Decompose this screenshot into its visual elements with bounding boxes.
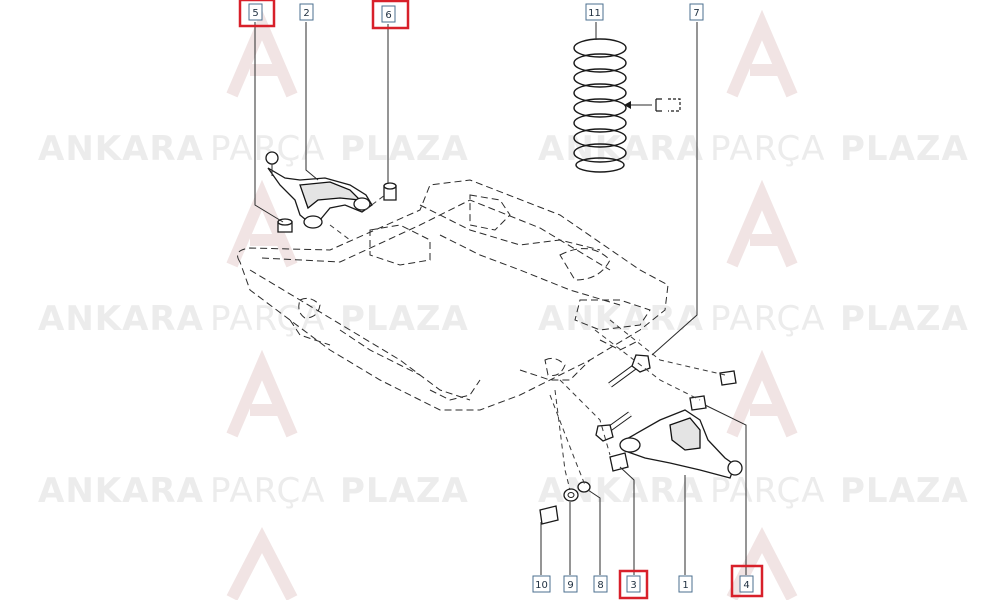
callout-3-highlight (618, 569, 649, 600)
callout-10[interactable]: 10 (532, 575, 551, 593)
leader-lines (254, 22, 747, 575)
lower-wishbone (619, 409, 743, 479)
subframe-cradle (237, 179, 669, 411)
callout-4-highlight (730, 564, 764, 598)
bushing-6 (383, 182, 397, 201)
callout-5[interactable]: 5 (238, 0, 276, 28)
watermark-word-parca: PARÇA (710, 299, 826, 339)
watermark-word-parca: PARÇA (710, 129, 826, 169)
callout-4[interactable]: 4 (730, 564, 764, 598)
callout-9[interactable]: 9 (563, 575, 578, 593)
watermark-word-plaza: PLAZA (340, 471, 469, 511)
callout-11[interactable]: 11 (585, 3, 604, 21)
callout-8[interactable]: 8 (593, 575, 608, 593)
watermark-word-ankara: ANKARA (38, 299, 204, 339)
callout-10-label: 10 (535, 580, 548, 591)
bushing-4 (689, 370, 737, 411)
watermark-word-ankara: ANKARA (538, 471, 704, 511)
spring-arrow (624, 98, 681, 112)
bolt-long (608, 354, 651, 388)
callouts: 5 2 6 11 7 10 9 8 (238, 0, 764, 600)
washer-9 (563, 488, 579, 502)
callout-11-label: 11 (588, 8, 601, 19)
callout-2[interactable]: 2 (299, 3, 314, 21)
callout-5-highlight (238, 0, 276, 28)
bolt-short (595, 411, 632, 442)
bushing-3 (609, 452, 629, 472)
watermark-word-ankara: ANKARA (38, 129, 204, 169)
watermark-word-ankara: ANKARA (38, 471, 204, 511)
watermark-row-2: ANKARA PARÇA PLAZA ANKARA PARÇA PLAZA (38, 299, 969, 339)
watermark-word-ankara: ANKARA (538, 129, 704, 169)
callout-4-label: 4 (743, 580, 749, 591)
watermark-row-1: ANKARA PARÇA PLAZA ANKARA PARÇA PLAZA (38, 129, 969, 169)
callout-6[interactable]: 6 (371, 0, 410, 30)
watermark-layer: ANKARA PARÇA PLAZA ANKARA PARÇA PLAZA AN… (38, 9, 969, 600)
callout-3[interactable]: 3 (618, 569, 649, 600)
callout-2-label: 2 (303, 8, 309, 19)
watermark-row-3: ANKARA PARÇA PLAZA ANKARA PARÇA PLAZA (38, 471, 969, 511)
callout-9-label: 9 (567, 580, 573, 591)
callout-6-label: 6 (385, 10, 391, 21)
callout-3-label: 3 (630, 580, 636, 591)
coil-spring (573, 38, 627, 173)
nut-10 (539, 505, 559, 525)
watermark-word-plaza: PLAZA (340, 129, 469, 169)
callout-7[interactable]: 7 (689, 3, 704, 21)
assembly-lines (329, 194, 726, 491)
callout-6-highlight (371, 0, 410, 30)
watermark-word-ankara: ANKARA (538, 299, 704, 339)
watermark-word-plaza: PLAZA (840, 129, 969, 169)
bushing-5 (277, 218, 293, 233)
watermark-word-parca: PARÇA (210, 471, 326, 511)
callout-5-label: 5 (252, 8, 258, 19)
watermark-word-plaza: PLAZA (840, 471, 969, 511)
callout-8-label: 8 (597, 580, 603, 591)
watermark-word-plaza: PLAZA (840, 299, 969, 339)
callout-1-label: 1 (682, 580, 688, 591)
callout-7-label: 7 (693, 8, 699, 19)
watermark-word-parca: PARÇA (210, 299, 326, 339)
callout-1[interactable]: 1 (678, 575, 693, 593)
watermark-word-plaza: PLAZA (340, 299, 469, 339)
upper-wishbone (265, 151, 373, 229)
